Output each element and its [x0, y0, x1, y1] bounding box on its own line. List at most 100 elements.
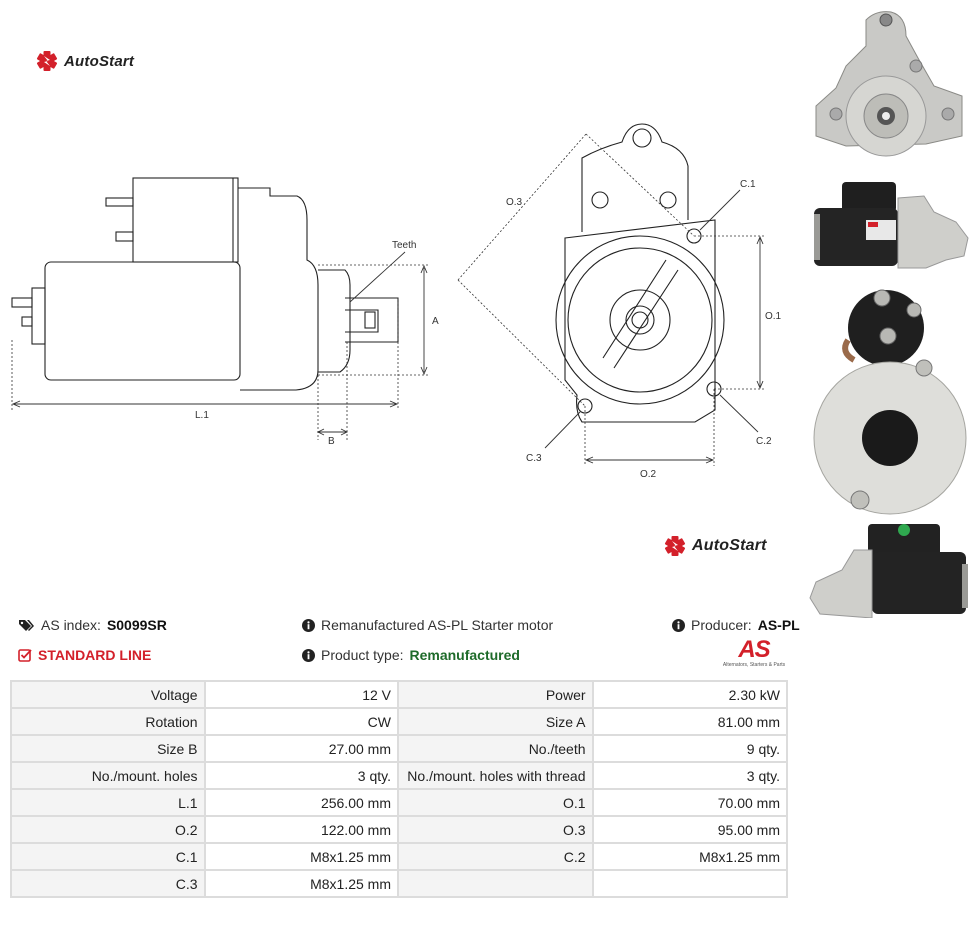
autostart-logo-top: AutoStart	[36, 50, 134, 72]
spec-label: No./teeth	[397, 734, 594, 763]
standard-line-label: STANDARD LINE	[38, 647, 152, 663]
size-b-label: B	[328, 436, 335, 447]
photo-side-view	[809, 524, 968, 618]
c1-label: C.1	[740, 179, 756, 190]
info-icon	[302, 648, 315, 662]
info-icon	[302, 618, 315, 632]
spec-value: 81.00 mm	[591, 707, 789, 736]
producer-row: Producer: AS-PL	[672, 617, 800, 633]
spec-label: No./mount. holes	[10, 761, 206, 790]
motor-body	[44, 261, 241, 381]
autostart-logo-mid: AutoStart	[664, 535, 767, 557]
spec-label: No./mount. holes with thread	[397, 761, 594, 790]
spec-value: CW	[203, 707, 400, 736]
hole-c1	[686, 228, 702, 244]
autostart-logo-icon	[664, 536, 686, 556]
as-index-value: S0099SR	[106, 617, 167, 633]
as-index-label: AS index:	[41, 617, 101, 633]
product-type-label: Product type:	[321, 647, 404, 663]
pinion	[345, 297, 399, 343]
spec-value: M8x1.25 mm	[203, 842, 400, 871]
brand-name: AutoStart	[64, 52, 135, 70]
product-description: Remanufactured AS-PL Starter motor	[321, 617, 554, 633]
product-photos	[809, 11, 969, 618]
solenoid	[132, 177, 239, 263]
spec-value: 12 V	[203, 680, 400, 709]
as-pl-logo: AS Alternators, Starters & Parts	[716, 636, 792, 669]
product-type-value: Remanufactured	[409, 647, 520, 663]
spec-value: M8x1.25 mm	[591, 842, 789, 871]
spec-label: O.2	[10, 815, 206, 844]
size-a-label: A	[432, 316, 439, 327]
c2-label: C.2	[756, 436, 772, 447]
spec-label: Size A	[397, 707, 594, 736]
spec-value: 95.00 mm	[591, 815, 789, 844]
line-row: STANDARD LINE	[18, 647, 151, 663]
hole-c3	[577, 398, 593, 414]
spec-value: M8x1.25 mm	[203, 869, 400, 898]
o1-label: O.1	[765, 311, 782, 322]
photo-rear-view	[813, 289, 967, 515]
end-bracket	[31, 287, 46, 345]
spec-label: O.3	[397, 815, 594, 844]
front-main-circle	[555, 235, 725, 405]
teeth-label: Teeth	[392, 240, 416, 251]
spec-value: 27.00 mm	[203, 734, 400, 763]
spec-label: C.3	[10, 869, 206, 898]
as-pl-logo-mark: AS	[738, 636, 770, 663]
spec-label: C.1	[10, 842, 206, 871]
spec-label: Rotation	[10, 707, 206, 736]
end-stud	[21, 316, 33, 327]
tags-icon	[19, 619, 34, 631]
l1-label: L.1	[195, 410, 209, 421]
technical-drawing: Teeth A L.1 B O.3 C.1 O.1	[11, 123, 782, 480]
front-flange	[564, 219, 716, 423]
end-terminal	[11, 297, 33, 308]
spec-value	[591, 869, 789, 898]
solenoid-terminal-top	[105, 197, 134, 207]
description-row: Remanufactured AS-PL Starter motor	[302, 617, 553, 633]
spec-label: C.2	[397, 842, 594, 871]
checkbox-icon	[18, 649, 32, 662]
spec-value: 3 qty.	[591, 761, 789, 790]
spec-label	[397, 869, 594, 898]
producer-label: Producer:	[691, 617, 752, 633]
product-type-row: Product type: Remanufactured	[302, 647, 520, 663]
pinion-housing	[318, 269, 351, 373]
spec-label: L.1	[10, 788, 206, 817]
spec-value: 256.00 mm	[203, 788, 400, 817]
spec-value: 9 qty.	[591, 734, 789, 763]
o3-label: O.3	[506, 197, 523, 208]
producer-value: AS-PL	[757, 617, 800, 633]
spec-label: Size B	[10, 734, 206, 763]
hole-c2	[706, 381, 722, 397]
as-pl-logo-subtitle: Alternators, Starters & Parts	[722, 662, 786, 668]
c3-label: C.3	[526, 453, 542, 464]
photo-side-view-label	[814, 182, 969, 269]
front-top-housing	[581, 123, 689, 232]
o2-label: O.2	[640, 469, 657, 480]
photo-front-view	[815, 11, 963, 157]
spec-value: 2.30 kW	[591, 680, 789, 709]
as-index-row: AS index: S0099SR	[18, 617, 167, 633]
spec-value: 3 qty.	[203, 761, 400, 790]
drive-housing	[238, 187, 319, 391]
solenoid-terminal-mid	[115, 231, 134, 242]
spec-value: 70.00 mm	[591, 788, 789, 817]
spec-label: O.1	[397, 788, 594, 817]
autostart-logo-icon	[36, 51, 58, 71]
info-icon	[672, 618, 685, 632]
brand-name: AutoStart	[692, 537, 767, 554]
spec-label: Power	[397, 680, 594, 709]
spec-value: 122.00 mm	[203, 815, 400, 844]
spec-label: Voltage	[10, 680, 206, 709]
